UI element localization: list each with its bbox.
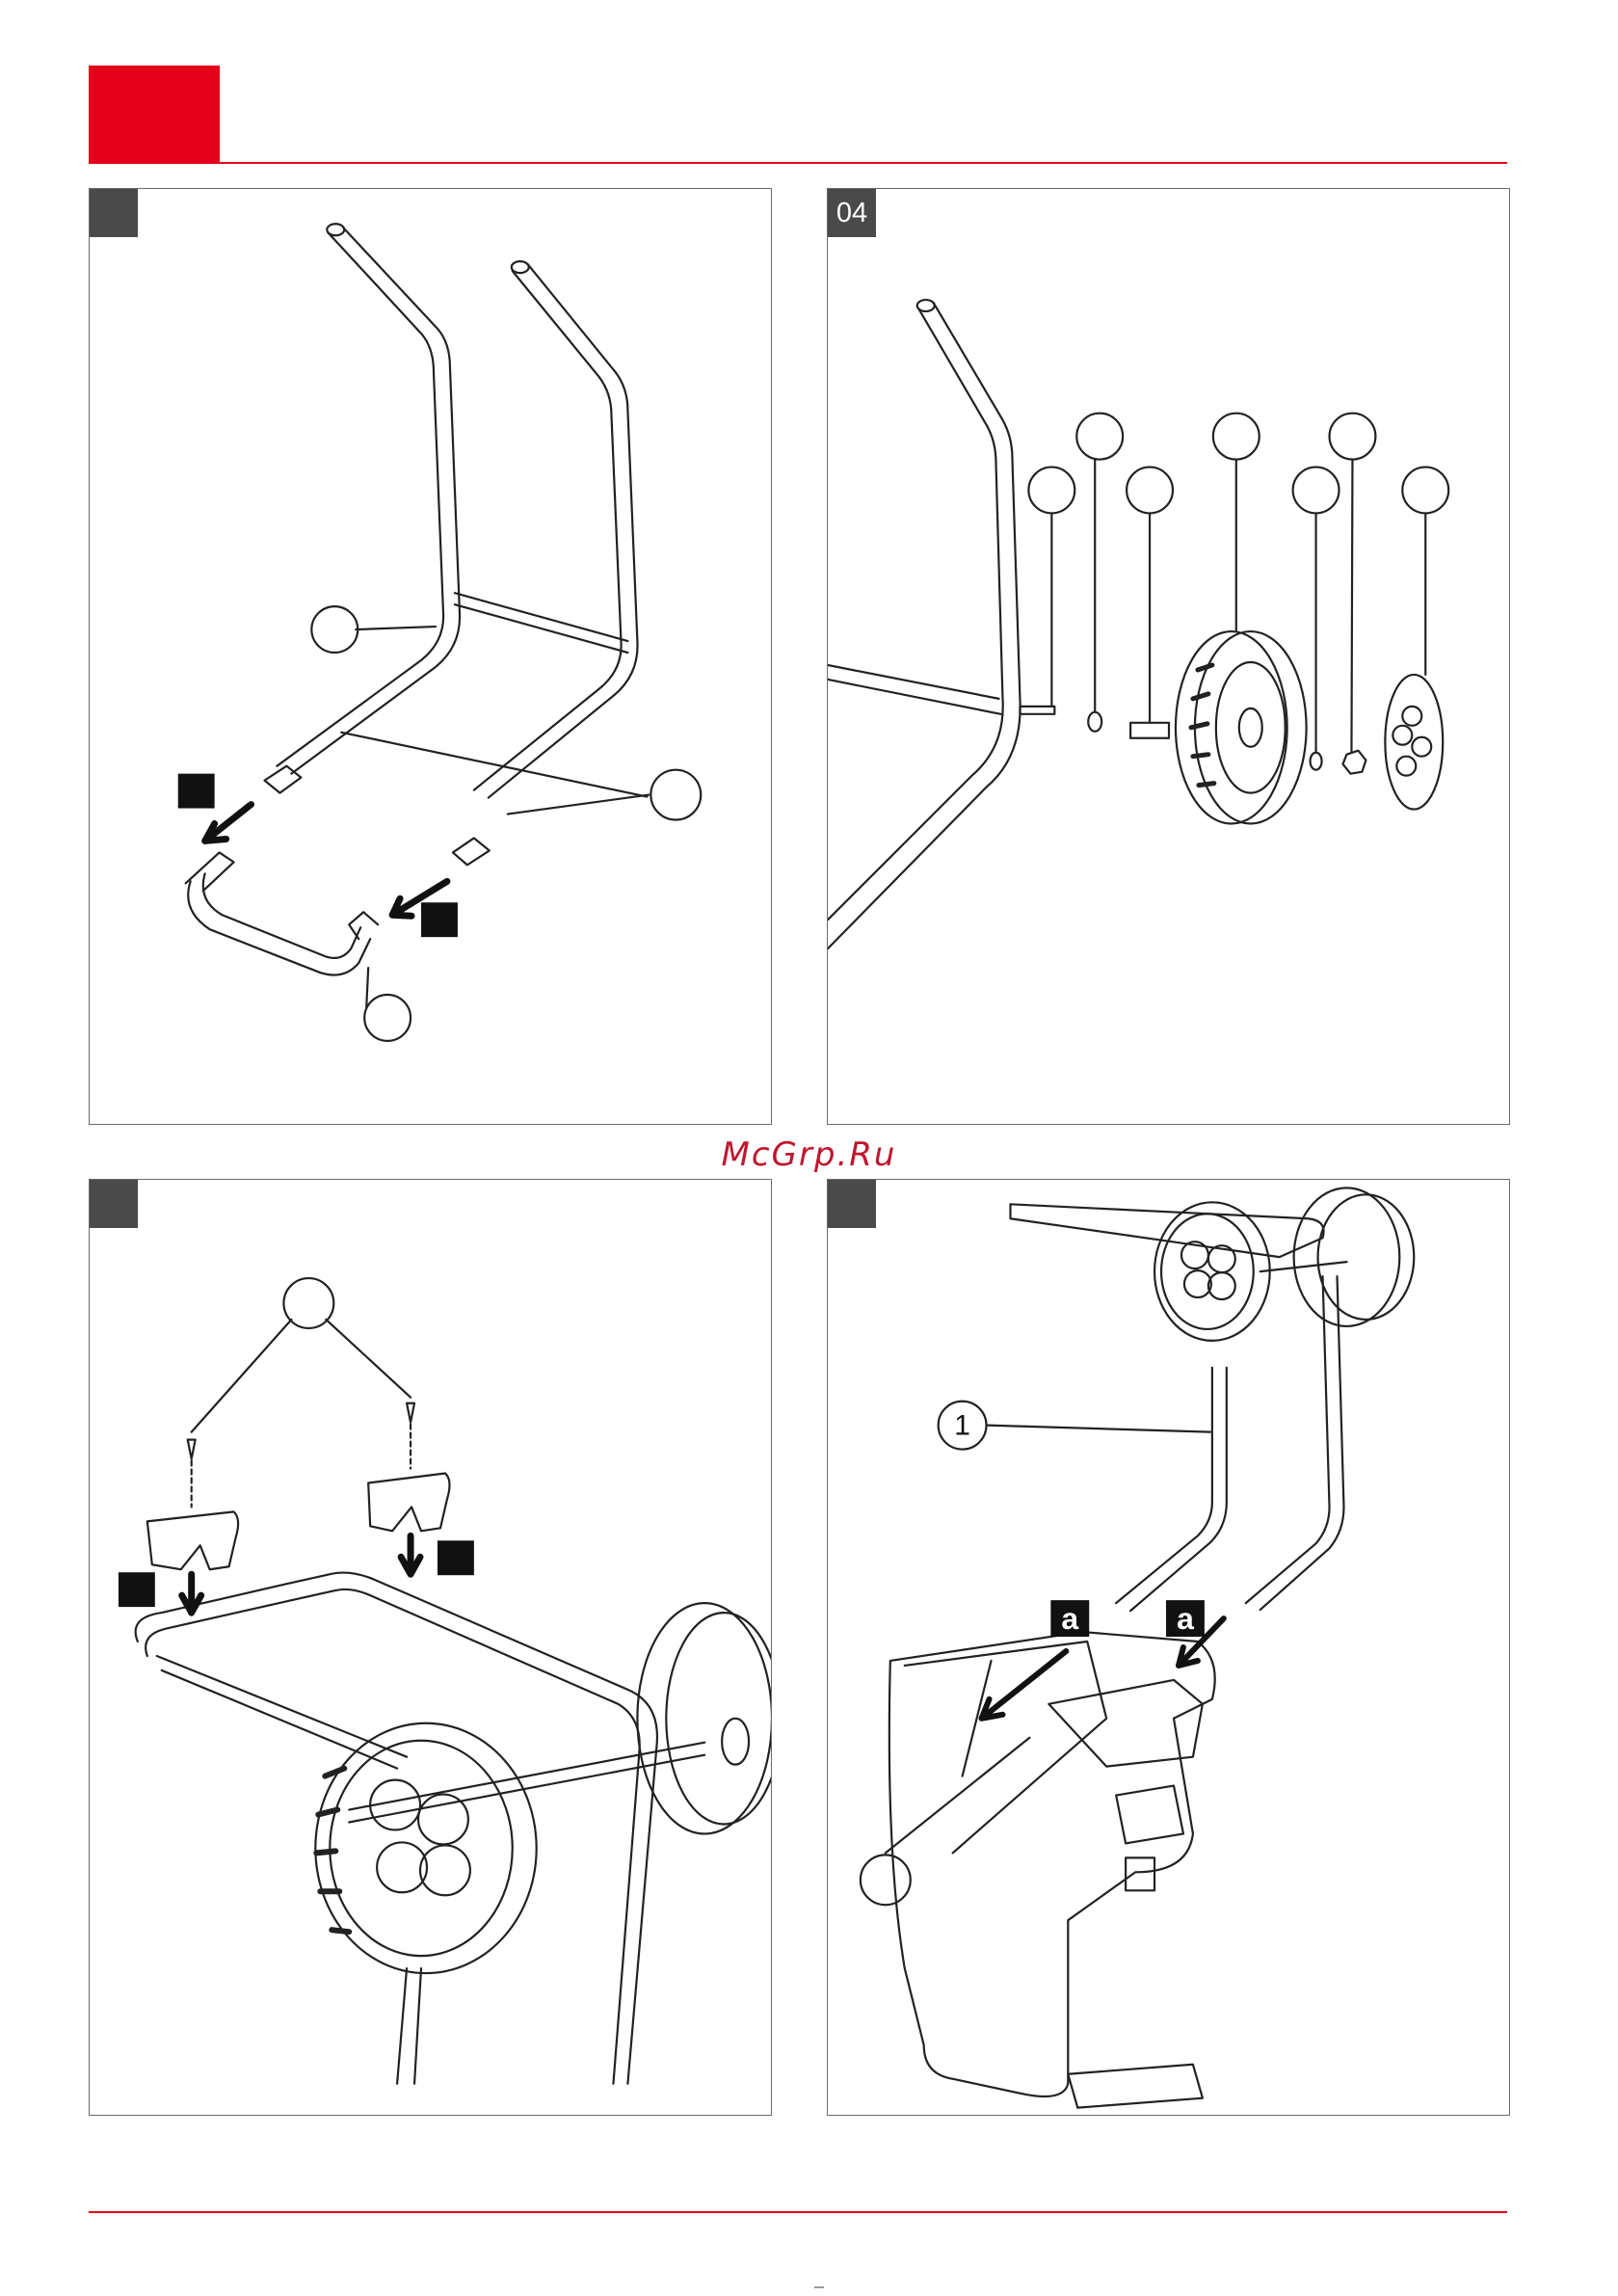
foot-attachment-illustration (90, 1180, 771, 2115)
frame-assembly-illustration (90, 189, 771, 1124)
figure-frame-assembly (89, 188, 772, 1125)
figure-number-badge (828, 1180, 876, 1228)
figure-frame-into-housing: 1 a a (827, 1179, 1510, 2116)
wheel-parts-illustration (828, 189, 1509, 1124)
header-rule (89, 162, 1507, 164)
figure-foot-attachment (89, 1179, 772, 2116)
footer-mark (814, 2286, 824, 2288)
brand-color-block (89, 66, 220, 163)
figure-number-badge (90, 1180, 138, 1228)
callout-1-label: 1 (954, 1410, 970, 1442)
frame-into-housing-illustration: 1 a a (828, 1180, 1509, 2115)
marker-a-left: a (1061, 1601, 1078, 1636)
marker-a-right: a (1177, 1601, 1194, 1636)
figure-number-badge (90, 189, 138, 237)
watermark: McGrp.Ru (0, 1135, 1618, 1174)
figure-wheel-parts: 04 (827, 188, 1510, 1125)
footer-rule (89, 2211, 1507, 2213)
figure-number-badge: 04 (828, 189, 876, 237)
